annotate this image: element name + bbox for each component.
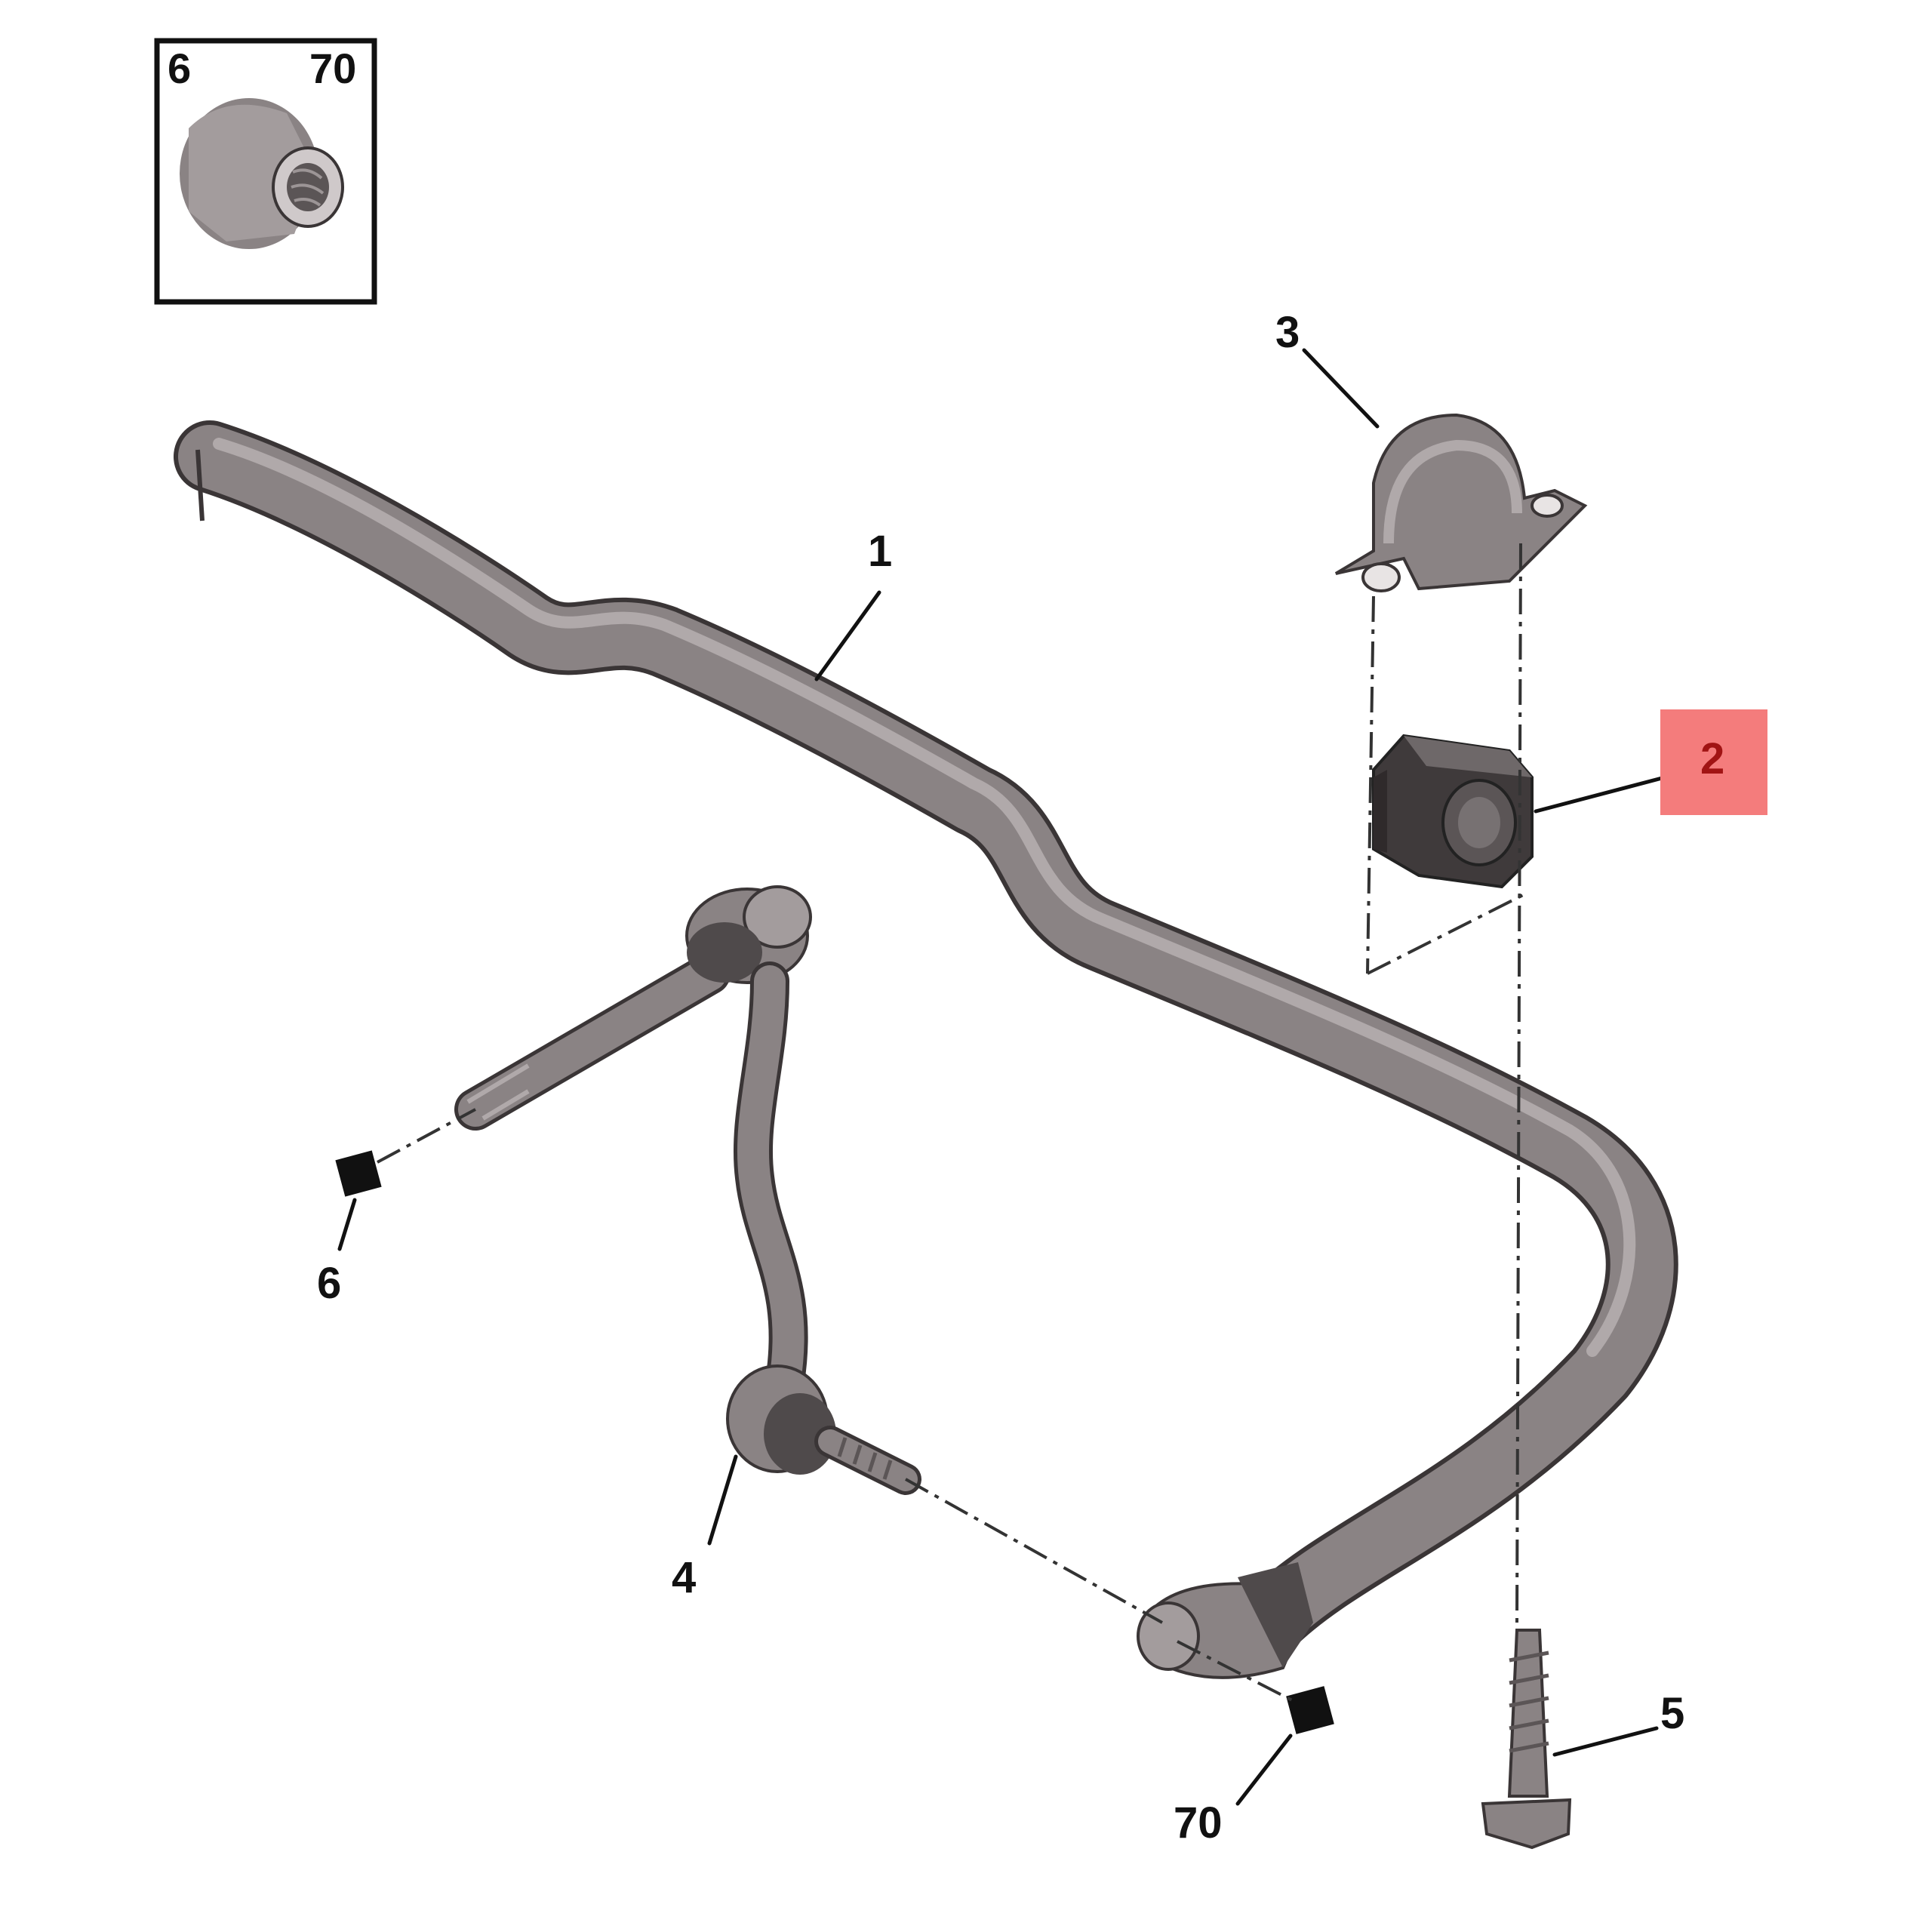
callout-70: 70: [1174, 1798, 1223, 1847]
anti-roll-bar: [174, 420, 1678, 1679]
bolt: [1481, 1629, 1572, 1850]
inset-label-left: 6: [168, 45, 191, 92]
assembly-lines: [377, 543, 1525, 1703]
callout-1: 1: [868, 527, 892, 576]
inset-box: 6 70: [154, 38, 377, 305]
drop-link: [454, 885, 921, 1495]
nut-square-right: [1286, 1686, 1334, 1734]
callout-2: 2: [1700, 734, 1724, 783]
highlight-box: [1660, 709, 1767, 815]
callout-6: 6: [317, 1259, 341, 1308]
nut-square-left: [335, 1150, 382, 1197]
callout-5: 5: [1660, 1689, 1684, 1738]
rubber-bushing: [1372, 734, 1534, 889]
leader-lines: [337, 348, 1681, 1806]
flange-nut-icon: [180, 98, 344, 249]
callout-3: 3: [1275, 308, 1300, 357]
inset-label-right: 70: [309, 45, 356, 92]
callout-4: 4: [672, 1553, 696, 1602]
clamp-bracket: [1334, 413, 1588, 592]
